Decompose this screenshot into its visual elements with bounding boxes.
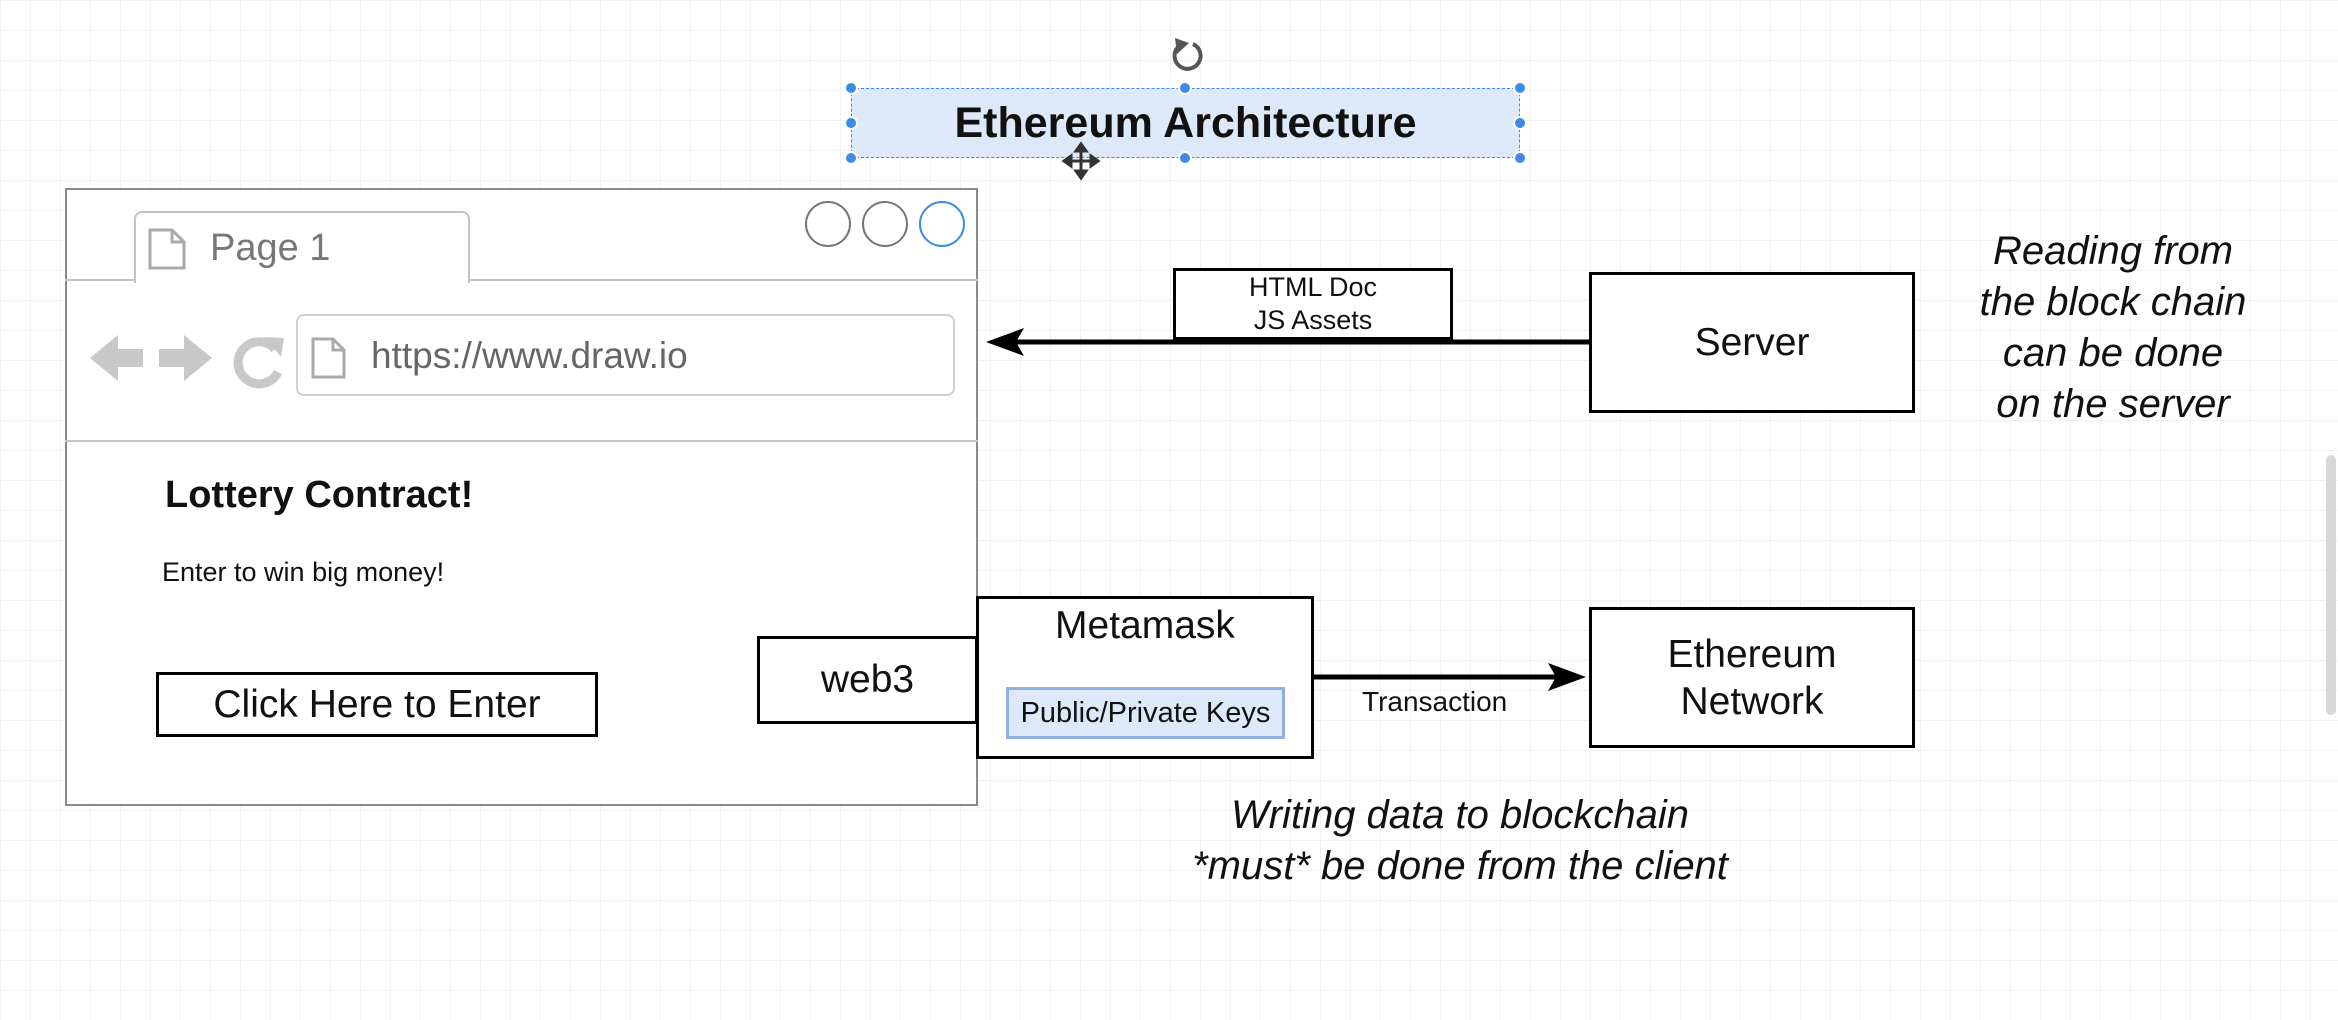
resize-handle-w[interactable] [844, 116, 858, 130]
browser-tab[interactable] [134, 211, 470, 283]
resize-handle-ne[interactable] [1513, 81, 1527, 95]
diagram-title-text: Ethereum Architecture [954, 98, 1417, 147]
window-button-2[interactable] [862, 201, 908, 247]
address-bar-divider [65, 440, 978, 442]
metamask-label: Metamask [1055, 604, 1235, 647]
tab-bar-divider [65, 279, 978, 281]
lottery-subtitle: Enter to win big money! [162, 557, 445, 587]
lottery-heading: Lottery Contract! [165, 474, 474, 516]
tab-label: Page 1 [210, 227, 331, 269]
reading-note-line: Reading from [1992, 229, 2234, 273]
resize-handle-s[interactable] [1178, 151, 1192, 165]
writing-note-line: Writing data to blockchain [1230, 793, 1689, 837]
server-label: Server [1694, 320, 1810, 364]
js-assets-label: JS Assets [1253, 305, 1373, 335]
resize-handle-nw[interactable] [844, 81, 858, 95]
html-doc-node[interactable]: HTML Doc JS Assets [1173, 268, 1453, 340]
resize-handle-sw[interactable] [844, 151, 858, 165]
enter-button-label: Click Here to Enter [213, 682, 541, 726]
keys-node[interactable]: Public/Private Keys [1006, 687, 1285, 739]
address-bar-url: https://www.draw.io [371, 335, 688, 376]
resize-handle-se[interactable] [1513, 151, 1527, 165]
ethereum-label: Ethereum [1667, 632, 1837, 676]
writing-note[interactable]: Writing data to blockchain *must* be don… [1100, 790, 1820, 892]
rotate-icon[interactable] [1172, 38, 1203, 71]
network-label: Network [1680, 679, 1824, 723]
ethereum-network-node[interactable]: Ethereum Network [1589, 607, 1915, 748]
transaction-edge-label: Transaction [1362, 686, 1508, 717]
enter-button[interactable]: Click Here to Enter [156, 672, 598, 737]
diagram-title[interactable]: Ethereum Architecture [851, 88, 1520, 158]
reading-note-line: can be done [2002, 331, 2224, 375]
web3-node[interactable]: web3 [757, 636, 978, 724]
resize-handle-e[interactable] [1513, 116, 1527, 130]
web3-label: web3 [820, 658, 915, 701]
address-bar[interactable] [296, 314, 955, 396]
html-doc-label: HTML Doc [1248, 272, 1377, 302]
keys-label: Public/Private Keys [1020, 696, 1271, 729]
reading-note-line: on the server [1996, 382, 2230, 426]
vertical-scrollbar[interactable] [2326, 455, 2336, 715]
window-button-1[interactable] [805, 201, 851, 247]
writing-note-line: *must* be done from the client [1192, 844, 1728, 888]
reading-note-line: the block chain [1979, 280, 2247, 324]
reading-note[interactable]: Reading from the block chain can be done… [1948, 226, 2278, 430]
window-button-3[interactable] [919, 201, 965, 247]
server-node[interactable]: Server [1589, 272, 1915, 413]
resize-handle-n[interactable] [1178, 81, 1192, 95]
